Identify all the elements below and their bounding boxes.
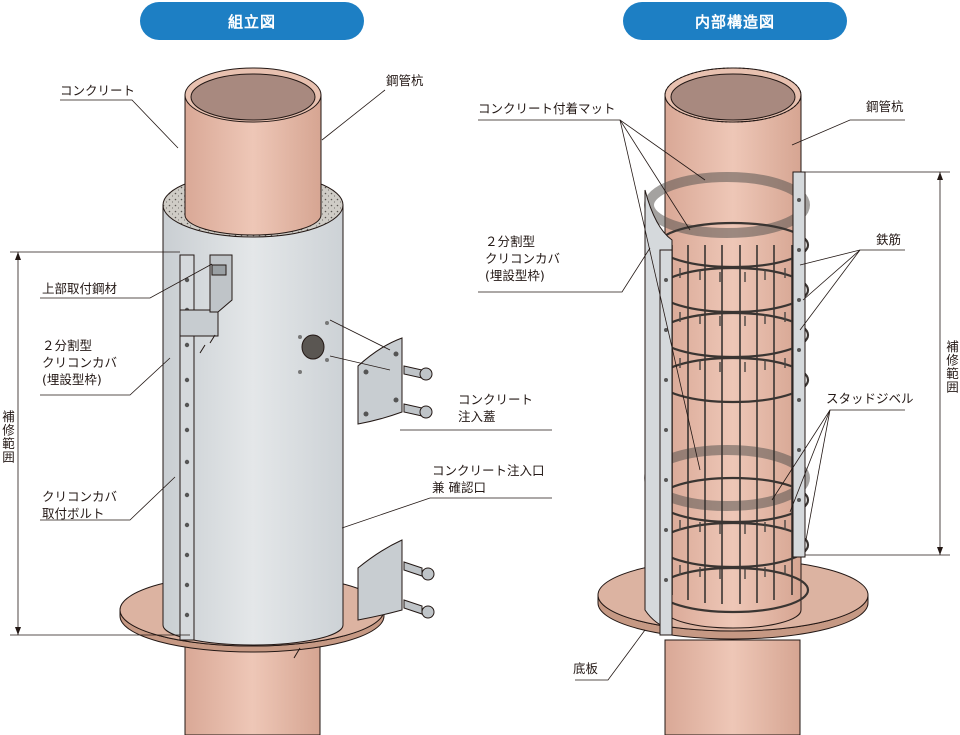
label-injection-lid: コンクリート 注入蓋: [458, 391, 533, 425]
cover-flange-right: [659, 249, 673, 636]
lid-bolts: [403, 365, 433, 419]
label-cover-bolt-line1: クリコンカバ: [42, 489, 118, 504]
internal-structure-header: 内部構造図: [623, 2, 847, 40]
internal-structure-diagram: [478, 67, 950, 735]
upper-bracket-body: [209, 254, 233, 313]
label-cover-left-line2: クリコンカバ: [42, 355, 118, 370]
upper-bracket-plate: [179, 309, 219, 337]
lower-lid: [357, 539, 403, 621]
label-cover-right-line2: クリコンカバ: [485, 251, 561, 266]
flange-bolts-left: [184, 277, 190, 618]
pile-top-inner-left: [190, 73, 316, 121]
label-cover-left: ２分割型 クリコンカバ (埋設型枠): [42, 337, 117, 388]
repair-range-left: [10, 251, 190, 636]
label-base-plate: 底板: [573, 661, 599, 676]
label-repair-range-right: 補修範囲: [944, 340, 959, 394]
label-steel-pile-left: 鋼管杭: [386, 73, 424, 88]
leaders-right: [478, 119, 905, 681]
concrete-lid: [357, 337, 403, 425]
label-cover-right-line3: (埋設型枠): [485, 268, 545, 283]
assembly-diagram: [10, 67, 552, 735]
stud-dowels: [679, 268, 786, 579]
repair-range-right: [805, 171, 950, 556]
injection-port: [301, 334, 325, 360]
label-cover-left-line1: ２分割型: [42, 338, 93, 353]
label-cover-right: ２分割型 クリコンカバ (埋設型枠): [485, 233, 560, 284]
label-injection-lid-line2: 注入蓋: [458, 409, 496, 424]
label-injection-port: コンクリート注入口 兼 確認口: [432, 462, 545, 496]
label-cover-bolt: クリコンカバ 取付ボルト: [42, 488, 117, 522]
label-concrete-mat: コンクリート付着マット: [478, 101, 616, 116]
label-injection-port-line2: 兼 確認口: [432, 480, 486, 495]
label-upper-bracket: 上部取付鋼材: [42, 281, 118, 296]
label-steel-pile-right: 鋼管杭: [866, 99, 904, 114]
label-stud-dowel: スタッドジベル: [826, 391, 914, 406]
pile-lower-left: [184, 639, 321, 735]
label-concrete: コンクリート: [60, 83, 136, 98]
label-cover-bolt-line2: 取付ボルト: [42, 506, 105, 521]
assembly-diagram-header: 組立図: [140, 2, 364, 40]
label-injection-port-line1: コンクリート注入口: [432, 463, 545, 478]
label-injection-lid-line1: コンクリート: [458, 392, 534, 407]
label-repair-range-left: 補修範囲: [0, 410, 15, 464]
pile-lower-right: [664, 639, 801, 735]
label-cover-left-line3: (埋設型枠): [42, 372, 102, 387]
leaders-left: [40, 89, 552, 529]
pile-upper-left: [184, 94, 322, 236]
label-rebar: 鉄筋: [876, 232, 902, 247]
cover-flange-left: [179, 254, 195, 641]
cover-flange-right-back: [792, 171, 806, 558]
label-cover-right-line1: ２分割型: [485, 234, 536, 249]
